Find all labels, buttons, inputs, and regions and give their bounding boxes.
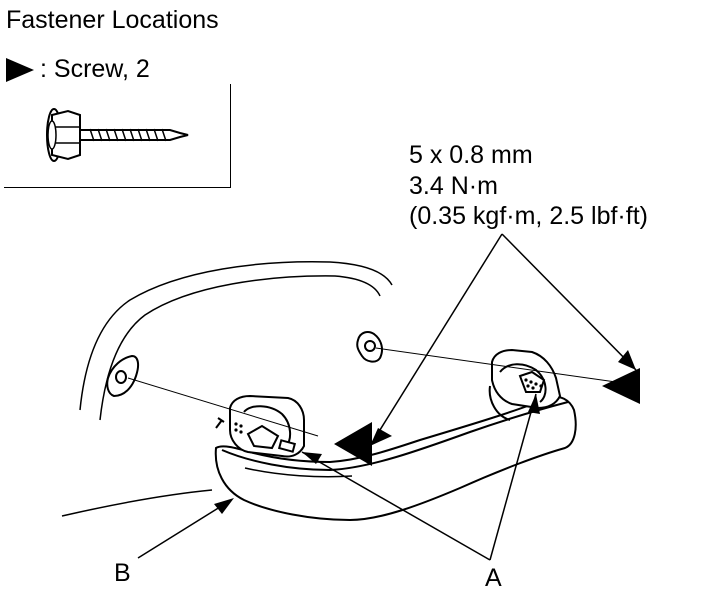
- screw-marker-right: [602, 368, 640, 404]
- spec-size: 5 x 0.8 mm: [409, 141, 533, 169]
- label-b-arrowhead: [214, 498, 234, 514]
- screw-icon: [46, 108, 189, 162]
- label-a-leaders: [301, 393, 537, 561]
- legend-box: [4, 84, 231, 188]
- diagram-title: Fastener Locations: [6, 6, 219, 34]
- filled-triangle-arrow-icon: [6, 58, 34, 82]
- left-mounting-clip: [106, 354, 140, 398]
- assist-grip-body: [214, 348, 577, 522]
- spec-arrowhead-right: [618, 350, 636, 370]
- spec-arrowhead-left: [370, 428, 392, 446]
- label-b: B: [114, 559, 131, 587]
- legend-text: : Screw, 2: [40, 55, 150, 83]
- label-a-arrowhead-right: [528, 394, 540, 414]
- spec-torque-nm: 3.4 N·m: [409, 172, 498, 200]
- screw-marker-left: [334, 422, 372, 466]
- headliner-outline: [61, 261, 393, 517]
- label-a: A: [485, 564, 502, 592]
- label-a-arrowhead-left: [302, 452, 322, 464]
- spec-torque-alt: (0.35 kgf·m, 2.5 lbf·ft): [409, 202, 648, 230]
- right-mounting-clip: [356, 331, 383, 363]
- label-b-leader: [137, 501, 229, 559]
- alignment-lines: [127, 347, 631, 437]
- spec-leader-lines: [369, 233, 637, 447]
